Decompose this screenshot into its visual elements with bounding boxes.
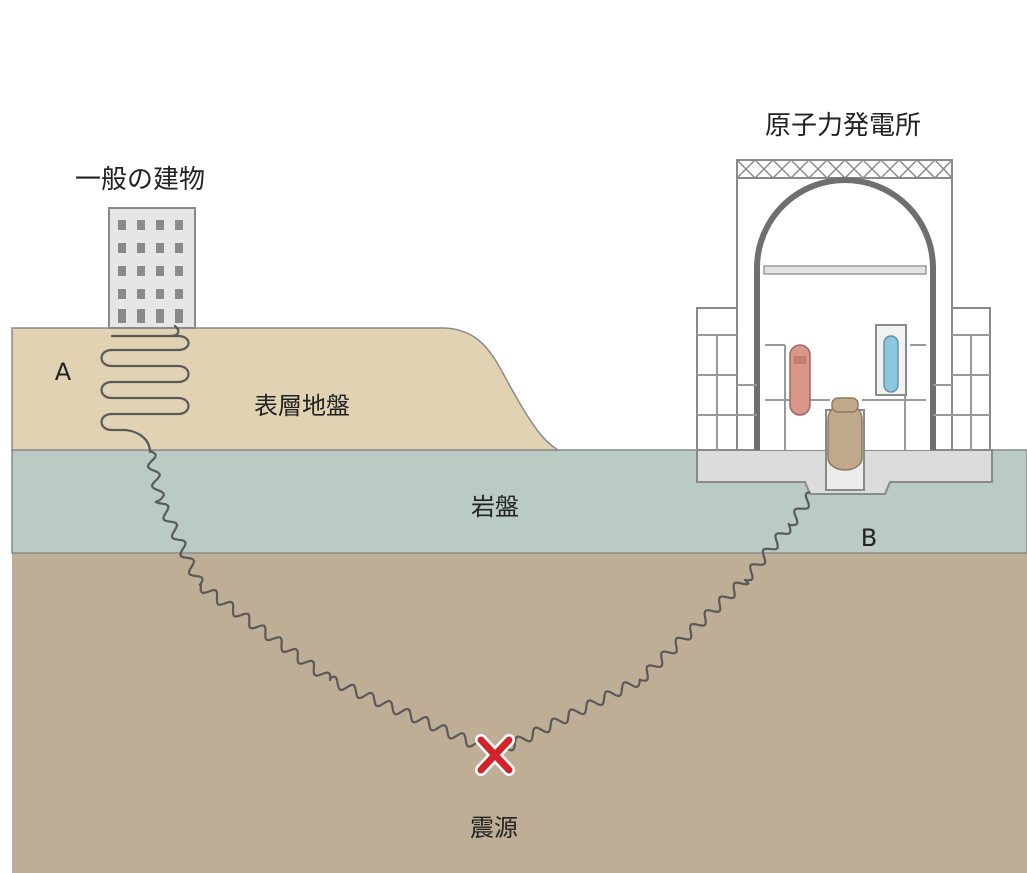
- amplified-wave-surface: [100, 324, 190, 454]
- deep-ground-layer: [12, 553, 1027, 873]
- hypocenter-x-icon: [475, 734, 515, 776]
- nuclear-plant-icon: [696, 158, 993, 495]
- nuclear-plant-label: 原子力発電所: [765, 111, 921, 141]
- point-a-label: A: [55, 358, 72, 386]
- seismic-wave-to-a: [146, 450, 486, 750]
- point-b-label: B: [861, 524, 877, 552]
- surface-ground-label: 表層地盤: [254, 392, 350, 420]
- ordinary-building-label: 一般の建物: [75, 165, 205, 195]
- bedrock-label: 岩盤: [471, 493, 519, 521]
- surface-ground-layer: [11, 327, 561, 451]
- ordinary-building-icon: [108, 207, 196, 329]
- hypocenter-label: 震源: [470, 814, 518, 842]
- seismic-wave-to-b: [504, 491, 811, 752]
